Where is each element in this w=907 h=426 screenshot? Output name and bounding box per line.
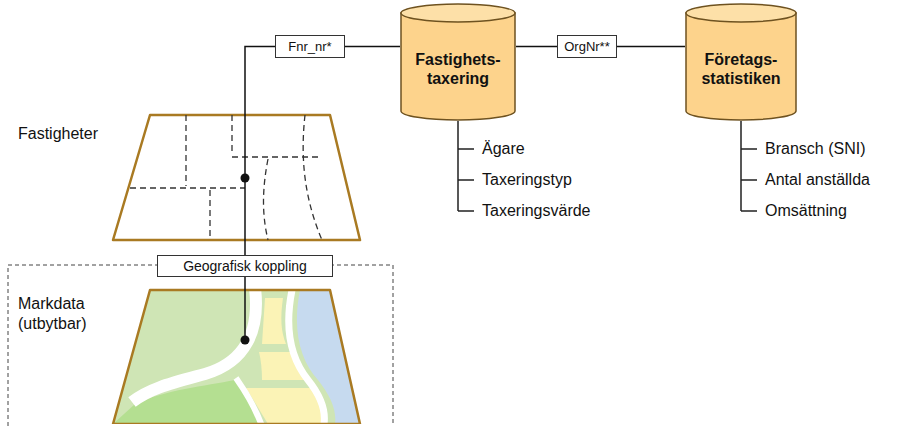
- database-cylinder: Företags- statistiken: [685, 3, 797, 121]
- attribute-label: Taxeringstyp: [482, 171, 572, 189]
- database-cylinder: Fastighets- taxering: [400, 3, 516, 121]
- attribute-label: Taxeringsvärde: [482, 202, 591, 220]
- attribute-label: Omsättning: [765, 202, 847, 220]
- attribute-bracket: [741, 121, 757, 211]
- connector-line: [244, 178, 246, 255]
- layer-label: Markdata (utbytbar): [18, 294, 114, 334]
- key-label: OrgNr**: [564, 39, 610, 54]
- attribute-label: Antal anställda: [765, 171, 870, 189]
- attribute-label: Ägare: [482, 140, 525, 158]
- connector-line: [345, 46, 400, 48]
- key-box: OrgNr**: [557, 35, 617, 58]
- map-illustration: [100, 285, 370, 426]
- link-box: Geografisk koppling: [157, 255, 333, 277]
- key-box: Fnr_nr*: [275, 35, 345, 58]
- layer-label: Fastigheter: [18, 124, 118, 144]
- map-layer: Fastigheter: [10, 112, 362, 242]
- database-title: Företags- statistiken: [692, 50, 790, 88]
- junction-dot: [241, 336, 250, 345]
- connector-line: [617, 46, 685, 48]
- connector-line: [516, 46, 557, 48]
- connector-line: [244, 277, 246, 340]
- attribute-label: Bransch (SNI): [765, 140, 865, 158]
- dashed-frame: [8, 265, 393, 426]
- key-label: Geografisk koppling: [183, 258, 307, 274]
- database-title: Fastighets- taxering: [407, 50, 509, 88]
- attribute-bracket: [458, 121, 474, 211]
- key-label: Fnr_nr*: [288, 39, 331, 54]
- map-layer: Markdata (utbytbar): [10, 286, 362, 424]
